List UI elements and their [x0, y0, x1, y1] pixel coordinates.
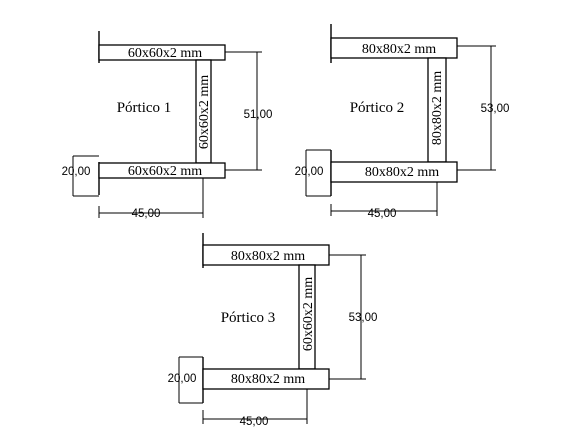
- portico-3-bottom-beam-label: 80x80x2 mm: [231, 372, 305, 387]
- portico-1-height-dim: 51,00: [244, 109, 273, 121]
- portico-1-left-dim: 20,00: [62, 166, 91, 178]
- portico-2: 80x80x2 mm 80x80x2 mm 80x80x2 mm Pórtico…: [295, 24, 510, 220]
- portico-3-column-label: 60x60x2 mm: [301, 277, 316, 351]
- portico-2-left-dim: 20,00: [295, 166, 324, 178]
- portico-1-title: Pórtico 1: [117, 100, 172, 116]
- portico-1-bottom-beam-label: 60x60x2 mm: [128, 164, 202, 179]
- portico-2-height-dim: 53,00: [481, 103, 510, 115]
- portico-2-top-beam: [330, 37, 458, 59]
- portico-3: 80x80x2 mm 60x60x2 mm 80x80x2 mm Pórtico…: [168, 233, 378, 428]
- portico-2-bottom-beam: [330, 161, 458, 183]
- portico-3-left-dim: 20,00: [168, 373, 197, 385]
- portico-1-column-label: 60x60x2 mm: [197, 75, 212, 149]
- portico-2-top-beam-label: 80x80x2 mm: [362, 42, 436, 57]
- portico-2-column-label: 80x80x2 mm: [430, 71, 445, 145]
- portico-1-top-beam-label: 60x60x2 mm: [128, 46, 202, 61]
- portico-3-title: Pórtico 3: [221, 310, 276, 326]
- portico-1-width-dim: 45,00: [132, 208, 161, 220]
- portico-3-top-beam-label: 80x80x2 mm: [231, 249, 305, 264]
- portico-1: 60x60x2 mm 60x60x2 mm 60x60x2 mm Pórtico…: [62, 31, 273, 220]
- portico-2-width-dim: 45,00: [368, 208, 397, 220]
- portico-3-height-dim: 53,00: [349, 312, 378, 324]
- portico-2-bottom-beam-label: 80x80x2 mm: [365, 165, 439, 180]
- portico-3-width-dim: 45,00: [240, 416, 269, 428]
- portico-2-title: Pórtico 2: [350, 100, 405, 116]
